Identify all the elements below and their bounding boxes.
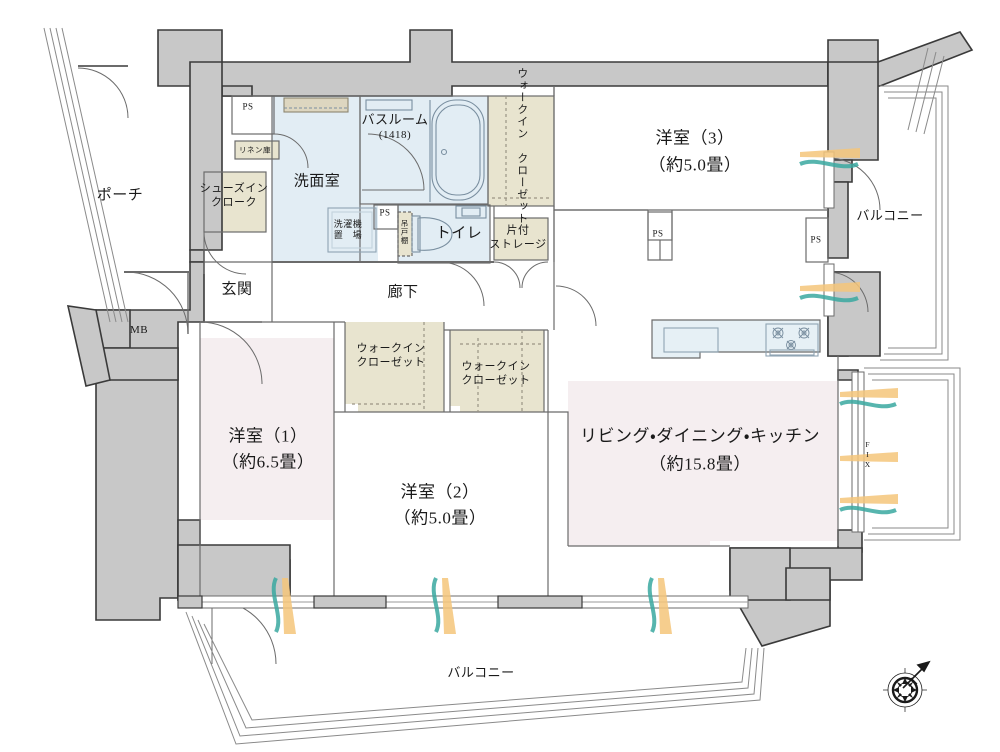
kitchen-counter-fill	[652, 320, 820, 358]
gas-stove	[765, 323, 819, 357]
compass-rose	[883, 660, 931, 712]
wall-top-left-stub	[221, 85, 253, 97]
wall-bottom-right-notch	[785, 567, 831, 601]
toilet-fill	[398, 205, 490, 263]
bathtub-inner	[435, 104, 481, 196]
door-bedroom1	[199, 321, 263, 385]
toilet-tank	[411, 215, 421, 253]
windows	[177, 148, 898, 634]
south-balcony-mullions	[177, 595, 583, 609]
door-corridor-right	[555, 285, 597, 327]
walk-in-closet-top-fill	[488, 96, 554, 206]
linen-closet-fill	[235, 141, 279, 159]
wall-bottom-right-inner	[729, 547, 791, 601]
toilet-bowl	[417, 217, 453, 251]
hanging-cabinet-fill	[398, 212, 412, 256]
door-shoes-closet	[203, 231, 247, 275]
kitchen-sink	[663, 327, 719, 353]
vanity-counter	[283, 97, 349, 113]
airflow-markers	[271, 148, 898, 634]
toilet-shelf	[455, 205, 487, 219]
walk-in-closet-2-fill	[450, 330, 544, 412]
door-bathroom	[367, 133, 425, 191]
door-storage-right	[521, 261, 549, 289]
stove-grill	[769, 349, 815, 356]
wall-mb-diagonal	[66, 305, 111, 387]
bathtub-outer	[431, 99, 485, 201]
bedroom-1-fill	[200, 338, 334, 520]
door-washroom	[273, 133, 309, 169]
structural-walls	[66, 29, 974, 647]
stove-burners	[772, 327, 810, 350]
door-genkan	[125, 271, 189, 335]
washroom-fill	[272, 96, 378, 262]
wall-right-mid-block	[827, 271, 881, 357]
door-porch-top	[77, 67, 129, 119]
door-storage-left	[493, 261, 521, 289]
bathtub-drain	[440, 148, 448, 156]
fixtures	[283, 97, 819, 357]
tidy-storage-fill	[494, 218, 548, 260]
wall-porch-right-foot	[189, 249, 205, 263]
bath-shelf	[365, 99, 413, 111]
walk-in-closet-1-fill	[345, 322, 444, 412]
balcony-outlines	[43, 27, 961, 745]
door-bedroom3-balcony	[827, 157, 881, 211]
ldk-fill	[568, 381, 838, 546]
washer-box	[327, 207, 377, 253]
wall-porch-right	[189, 61, 223, 251]
wall-right-upper	[827, 61, 879, 161]
